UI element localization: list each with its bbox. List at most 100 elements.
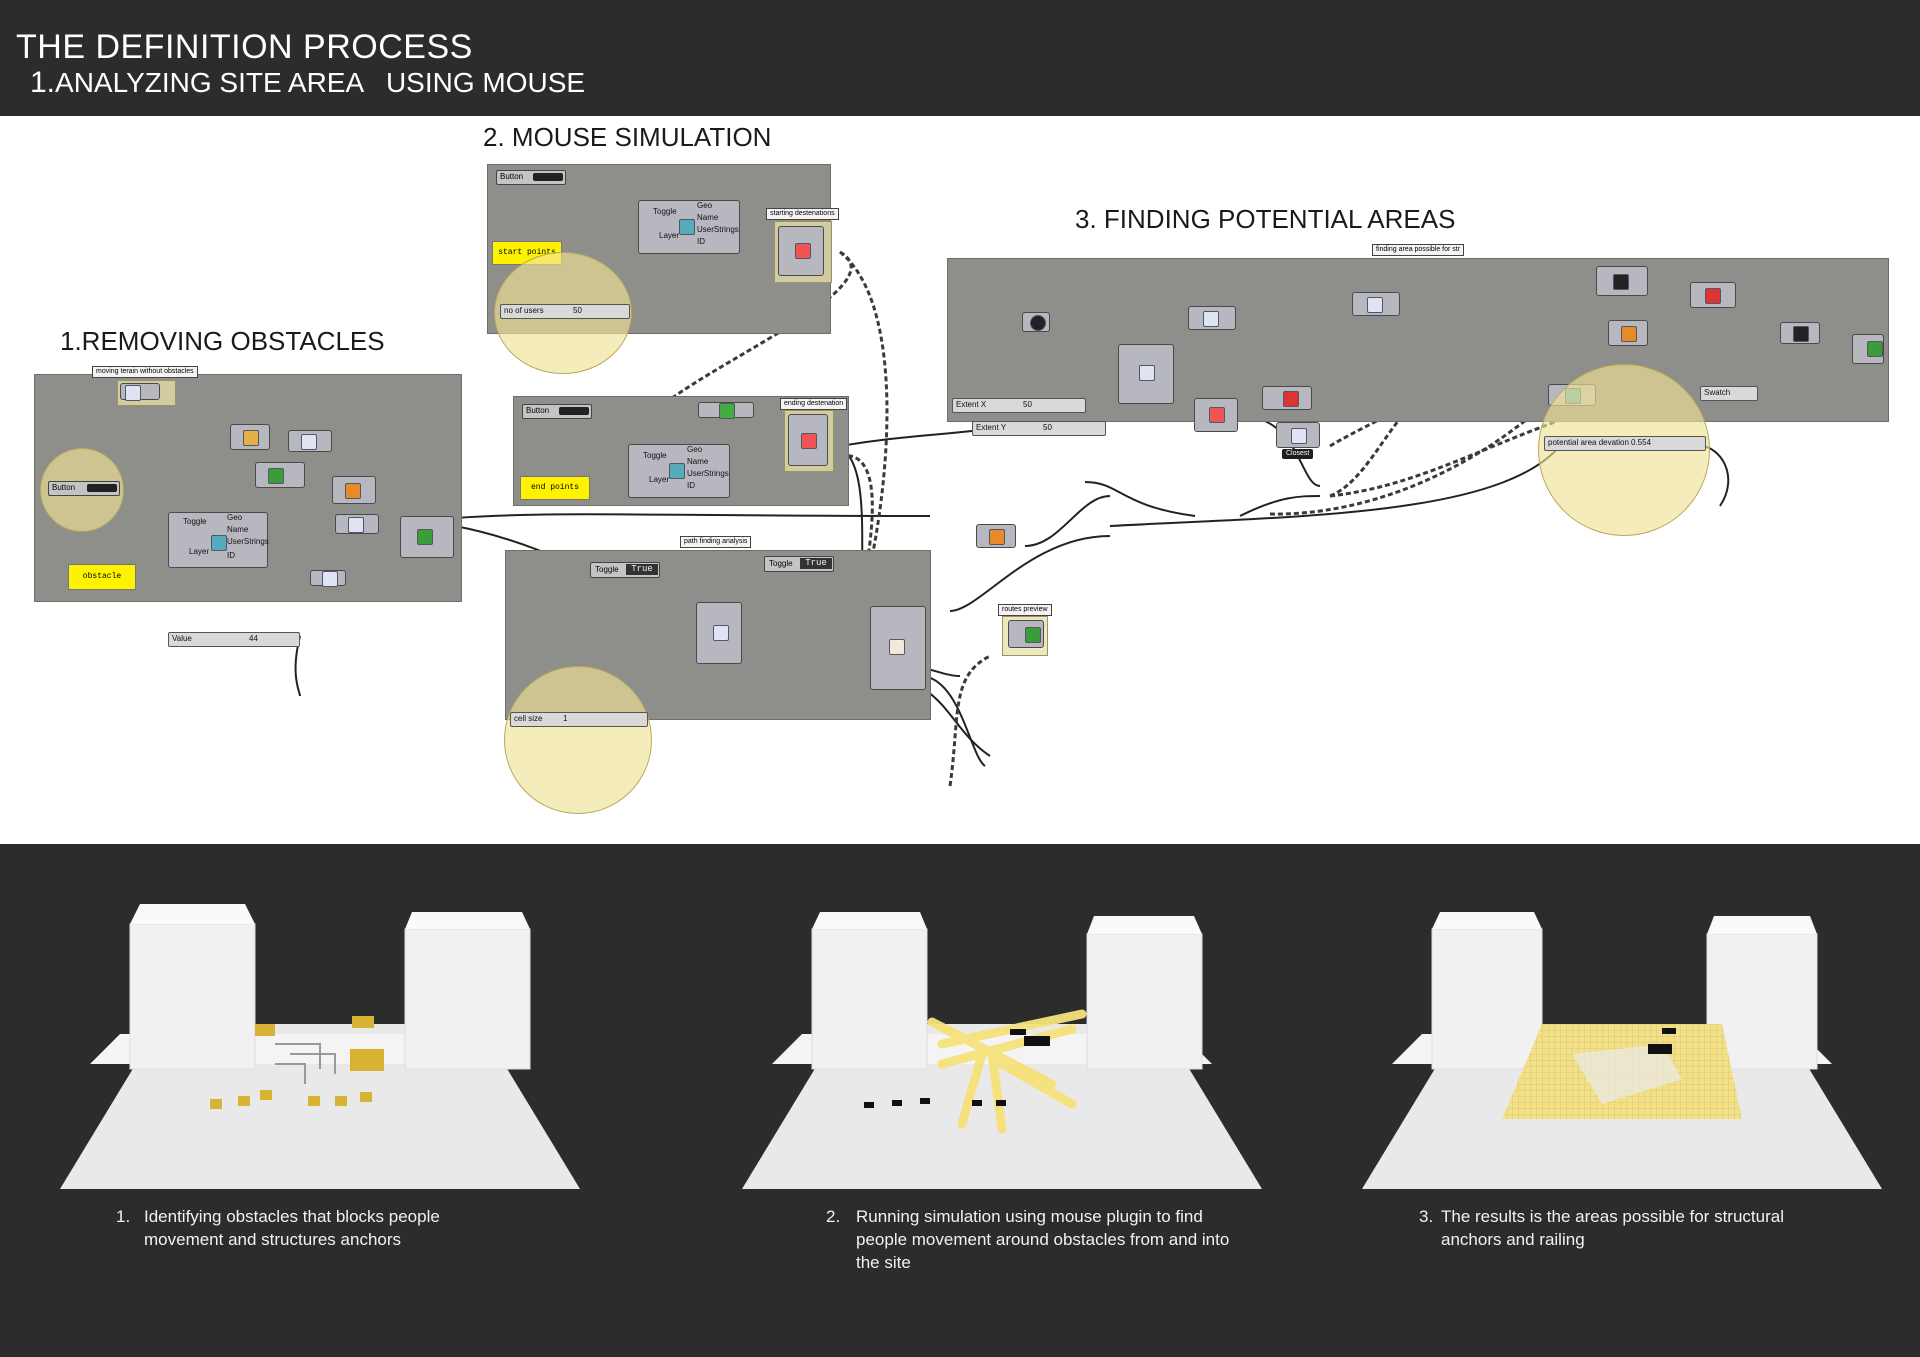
cull-component[interactable] (1022, 312, 1050, 332)
chart-component[interactable] (698, 402, 754, 419)
building-right (1086, 933, 1203, 1070)
id-output: ID (227, 551, 235, 560)
obstacle (308, 1096, 320, 1106)
building-right (404, 928, 531, 1070)
users-slider-value: 50 (573, 306, 582, 315)
flatten-component[interactable] (976, 524, 1016, 548)
group-label-starting: starting destenations (766, 208, 839, 220)
obstacle (892, 1100, 902, 1106)
area-component[interactable] (1352, 292, 1400, 316)
gate-component[interactable] (1690, 282, 1736, 308)
area-icon (1367, 297, 1383, 313)
boundary-component[interactable] (230, 424, 270, 450)
building-left-top (812, 912, 927, 929)
building-left (1431, 928, 1543, 1070)
negative-icon (322, 571, 338, 587)
route-void (1572, 1044, 1682, 1104)
button-component[interactable]: Button (522, 404, 592, 419)
button-component[interactable]: Button (496, 170, 566, 185)
relay-component[interactable] (255, 462, 305, 488)
toggle-label: Toggle (595, 565, 619, 574)
obstacle (360, 1092, 372, 1102)
section-title-removing-obstacles: 1.REMOVING OBSTACLES (60, 326, 385, 356)
toggle-state: True (800, 558, 832, 569)
obstacle-panel[interactable]: obstacle (68, 564, 136, 590)
caption-2-number: 2. (826, 1207, 841, 1226)
wire (1109, 445, 1561, 527)
building-left (811, 928, 928, 1070)
extrude-component[interactable] (332, 476, 376, 504)
closest-icon (1291, 428, 1307, 444)
dispatch-component[interactable] (1262, 386, 1312, 410)
gate-icon (1705, 288, 1721, 304)
compare-component[interactable] (1596, 266, 1648, 296)
preview-icon (1025, 627, 1041, 643)
routes-preview-component[interactable] (1008, 620, 1044, 648)
terrain-mesh-component[interactable] (120, 383, 160, 401)
building-right-top (405, 912, 530, 929)
area-component[interactable] (288, 430, 332, 452)
vector-component[interactable] (335, 514, 379, 534)
toggle-label: Toggle (769, 559, 793, 568)
boolean-component[interactable] (1780, 322, 1820, 344)
mesh-join-component[interactable] (400, 516, 454, 558)
button-label: Button (500, 172, 524, 181)
toggle-label: Toggle (183, 517, 207, 526)
caption-1-number: 1. (116, 1207, 131, 1226)
preview-component[interactable] (1852, 334, 1884, 364)
obstacle (920, 1098, 930, 1104)
grid-icon (713, 625, 729, 641)
data-tree-wire (1329, 374, 1471, 498)
obstacle (996, 1100, 1006, 1106)
button-component[interactable]: Button (48, 481, 120, 496)
closest-label: Closest (1282, 449, 1314, 459)
geometry-pipeline-component[interactable]: Toggle Layer Geo Name UserStrings ID (638, 200, 740, 254)
closest-component[interactable] (1276, 422, 1320, 448)
section-title-mouse-simulation: 2. MOUSE SIMULATION (483, 122, 772, 152)
building-right-top (1707, 916, 1817, 934)
bars-icon (268, 468, 284, 484)
data-tree-wire (648, 250, 853, 418)
cell-size-slider-value: 1 (563, 714, 568, 723)
toggle-component[interactable]: Toggle True (764, 556, 834, 572)
caption-3-number: 3. (1419, 1207, 1434, 1226)
building-left (129, 923, 256, 1070)
terrain-icon (125, 385, 141, 401)
section-title-finding-areas: 3. FINDING POTENTIAL AREAS (1075, 204, 1456, 234)
geometry-pipeline-component[interactable]: Toggle Layer Geo Name UserStrings ID (628, 444, 730, 498)
layer-icon (669, 463, 685, 479)
tree-icon (1621, 326, 1637, 342)
button-bar (533, 173, 563, 181)
button-label: Button (52, 483, 76, 492)
button-bar (87, 484, 117, 492)
boolean-icon (1793, 326, 1809, 342)
end-points-panel[interactable]: end points (520, 476, 590, 500)
swatch-component[interactable]: Swatch (1700, 386, 1758, 401)
region-component[interactable] (1194, 398, 1238, 432)
wire (924, 689, 991, 757)
geometry-pipeline-component[interactable]: Toggle Layer Geo Name UserStrings ID (168, 512, 269, 568)
header-bar: THE DEFINITION PROCESS 1.ANALYZING SITE … (0, 0, 1920, 116)
userstrings-output: UserStrings (697, 225, 739, 234)
extrude-icon (345, 483, 361, 499)
obstacle (972, 1100, 982, 1106)
building-left-top (130, 904, 255, 924)
populate-end-component[interactable] (788, 414, 828, 466)
negative-component[interactable] (310, 570, 346, 587)
area-icon (1203, 311, 1219, 327)
rectangular-grid-component[interactable] (1118, 344, 1174, 404)
area-component[interactable] (1188, 306, 1236, 330)
grid-graph-component[interactable] (696, 602, 742, 664)
dots-icon (801, 433, 817, 449)
populate-start-component[interactable] (778, 226, 824, 276)
path-solver-component[interactable] (870, 606, 926, 690)
custom-preview-component[interactable] (1608, 320, 1648, 346)
mouse-icon (889, 639, 905, 655)
